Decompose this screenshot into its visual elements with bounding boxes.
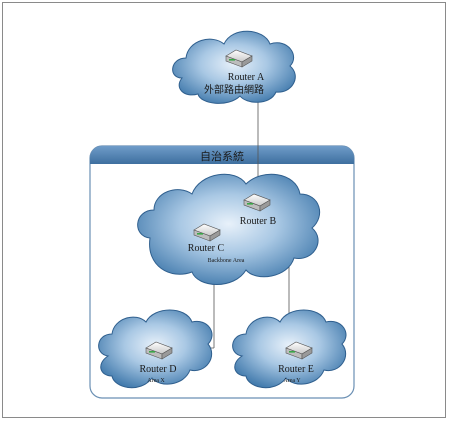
router-e-label: Router E [278,364,314,375]
autonomous-system-title: 自治系統 [200,149,244,163]
router-e-icon [285,341,313,360]
external-network-caption: 外部路由網路 [204,83,264,96]
router-b-icon [243,193,271,212]
router-b-label: Router B [240,216,277,227]
router-c-label: Router C [188,243,225,254]
router-d-icon [145,341,173,360]
backbone-area-label: Backbone Area [208,258,245,264]
area-x-label: Area X [147,378,165,384]
cloud-backbone [137,173,321,285]
router-d-label: Router D [140,364,177,375]
autonomous-system-header [90,146,354,164]
router-c-icon [193,223,221,242]
area-y-label: Area Y [283,378,301,384]
router-a-label: Router A [228,72,265,83]
router-a-icon [225,49,253,68]
cloud-external [172,30,296,104]
